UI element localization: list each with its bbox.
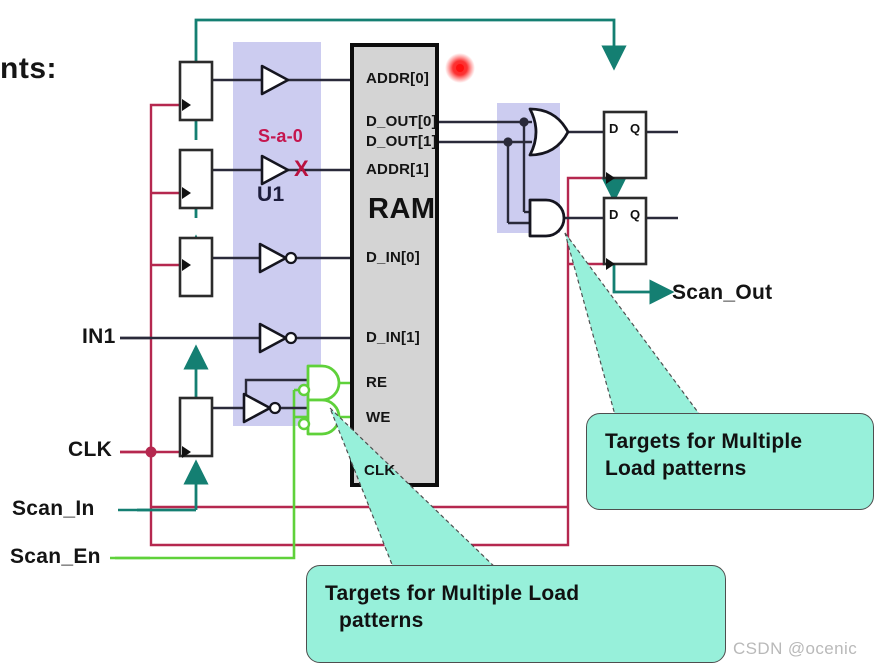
flipflop-left-2[interactable] xyxy=(178,148,214,210)
flipflop-left-4[interactable] xyxy=(178,396,214,458)
ram-pin-dout0: D_OUT[0] xyxy=(366,113,437,130)
watermark: CSDN @ocenic xyxy=(733,639,858,658)
ram-block-label: RAM xyxy=(368,193,436,225)
ram-pin-din0: D_IN[0] xyxy=(366,249,420,266)
flipflop-left-1[interactable] xyxy=(178,60,214,122)
highlight-band-left xyxy=(233,42,321,426)
inverter-clock-control xyxy=(242,392,282,424)
ram-block[interactable] xyxy=(350,43,439,487)
callout-bottom: Targets for Multiple Load patterns xyxy=(306,565,726,663)
fault-x-marker: X xyxy=(294,156,309,181)
io-label-scan-en: Scan_En xyxy=(10,545,101,568)
callout-right-line2: Load patterns xyxy=(605,457,747,481)
flipflop-right-1[interactable] xyxy=(602,110,648,184)
clock-junction-dot xyxy=(145,446,157,458)
ff-right-1-q-pin: Q xyxy=(630,121,641,136)
dout0-junction-dot xyxy=(519,117,529,127)
callout-bottom-line2: patterns xyxy=(339,609,424,633)
ram-pin-re: RE xyxy=(366,374,388,391)
ff-right-1-d-pin: D xyxy=(609,121,619,136)
and-gate-dout xyxy=(528,198,566,238)
dout1-junction-dot xyxy=(503,137,513,147)
io-label-scan-out: Scan_Out xyxy=(672,281,773,304)
inverter-din0 xyxy=(258,242,298,274)
callout-bottom-line1: Targets for Multiple Load xyxy=(325,582,580,605)
ram-pin-we: WE xyxy=(366,409,391,426)
ff-right-2-q-pin: Q xyxy=(630,207,641,222)
buffer-addr0 xyxy=(260,64,290,96)
io-label-clk: CLK xyxy=(68,438,113,461)
flipflop-right-2[interactable] xyxy=(602,196,648,270)
buffer-u1-addr1 xyxy=(260,154,290,186)
or-gate-dout xyxy=(528,107,570,157)
io-stub-lines xyxy=(110,336,150,560)
fault-type-label: S-a-0 xyxy=(258,126,304,146)
ff-right-2-d-pin: D xyxy=(609,207,619,222)
fault-instance-label: U1 xyxy=(257,183,285,206)
ram-pin-addr1: ADDR[1] xyxy=(366,161,430,178)
ram-pin-clk: CLK xyxy=(364,462,396,479)
callout-right: Targets for Multiple Load patterns xyxy=(586,413,874,510)
flipflop-left-3[interactable] xyxy=(178,236,214,298)
callout-right-line1: Targets for Multiple xyxy=(605,430,803,453)
ram-pin-dout1: D_OUT[1] xyxy=(366,133,437,150)
fault-led-core xyxy=(456,64,464,72)
ram-pin-addr0: ADDR[0] xyxy=(366,70,430,87)
page-title-fragment: nts: xyxy=(0,52,57,85)
inverter-din1 xyxy=(258,322,298,354)
io-label-in1: IN1 xyxy=(82,325,116,348)
io-label-scan-in: Scan_In xyxy=(12,497,95,520)
ram-pin-din1: D_IN[1] xyxy=(366,329,420,346)
